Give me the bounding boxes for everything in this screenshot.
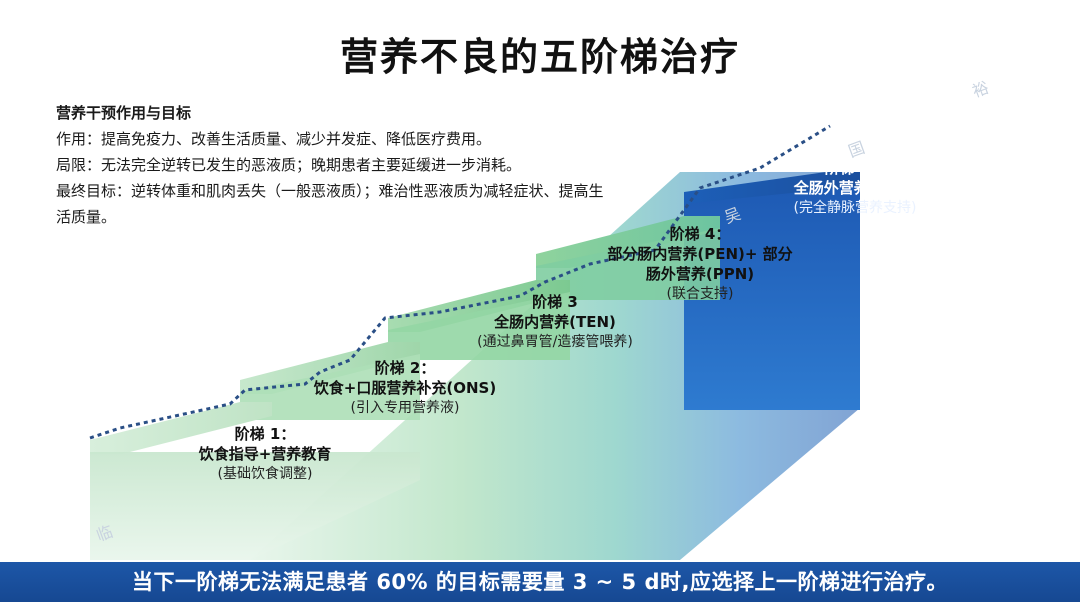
step3-sub: (通过鼻胃管/造瘘管喂养) [460, 332, 650, 352]
step1-title: 阶梯 1： [180, 424, 350, 444]
step4-name2: 肠外营养(PPN) [590, 264, 810, 284]
step4-name: 部分肠内营养(PEN)+ 部分 [590, 244, 810, 264]
step2-title: 阶梯 2： [300, 358, 510, 378]
step2-sub: (引入专用营养液) [300, 398, 510, 418]
step2-label: 阶梯 2： 饮食+口服营养补充(ONS) (引入专用营养液) [300, 358, 510, 418]
step1-name: 饮食指导+营养教育 [180, 444, 350, 464]
step5-label: 阶梯 5： 全肠外营养(TPN) (完全静脉营养支持) [760, 158, 950, 218]
step3-name: 全肠内营养(TEN) [460, 312, 650, 332]
step1-sub: (基础饮食调整) [180, 464, 350, 484]
step4-label: 阶梯 4： 部分肠内营养(PEN)+ 部分 肠外营养(PPN) (联合支持) [590, 224, 810, 304]
step2-name: 饮食+口服营养补充(ONS) [300, 378, 510, 398]
step4-title: 阶梯 4： [590, 224, 810, 244]
step5-name: 全肠外营养(TPN) [760, 178, 950, 198]
footer-banner: 当下一阶梯无法满足患者 60% 的目标需要量 3 ~ 5 d时,应选择上一阶梯进… [0, 562, 1080, 602]
step4-sub: (联合支持) [590, 284, 810, 304]
step5-sub: (完全静脉营养支持) [760, 198, 950, 218]
step1-label: 阶梯 1： 饮食指导+营养教育 (基础饮食调整) [180, 424, 350, 484]
